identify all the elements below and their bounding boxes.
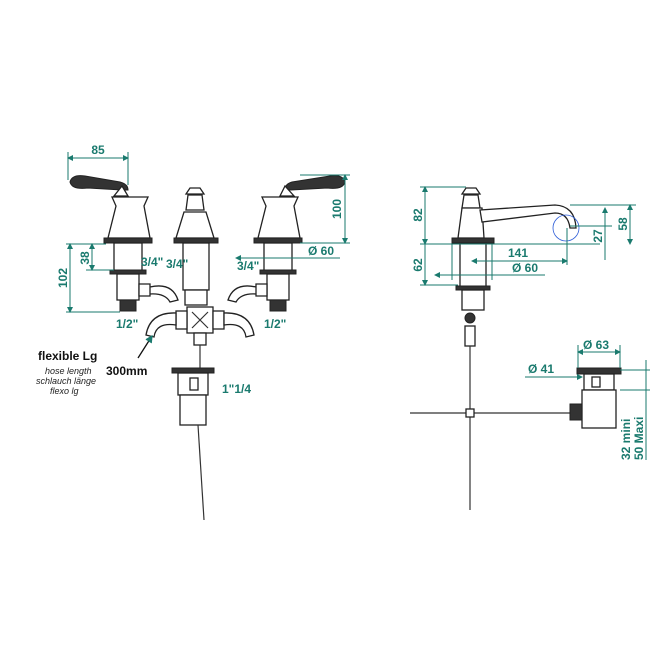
waste-diameter-41: Ø 41 [528,362,554,376]
front-view: 85 100 Ø 60 38 102 3/4" 3/4" 3/4" 1/2" 1… [36,143,350,521]
center-spout [173,187,219,306]
waste-diameter-63: Ø 63 [583,338,609,352]
thread-center: 3/4" [166,257,188,271]
hose-fr: flexo lg [50,386,79,396]
waste-50-maxi: 50 Maxi [632,417,646,460]
dim-27: 27 [591,229,605,243]
dim-85: 85 [91,143,105,157]
pop-up-waste [171,367,215,521]
hose-de: schlauch länge [36,376,96,386]
dim-diameter-60: Ø 60 [308,244,334,258]
dim-102: 102 [56,268,70,288]
dim-141: 141 [508,246,528,260]
hose-en: hose length [45,366,92,376]
dim-82: 82 [411,208,425,222]
inlet-left: 1/2" [116,317,138,331]
side-view: 82 62 141 Ø 60 27 58 Ø 63 Ø 41 32 mini 5… [410,186,650,510]
waste-thread: 1"1/4 [222,382,251,396]
dim-100: 100 [330,199,344,219]
waste-32-mini: 32 mini [619,419,633,460]
thread-right: 3/4" [237,259,259,273]
left-valve [69,175,179,312]
dim-58: 58 [616,217,630,231]
thread-left: 3/4" [141,255,163,269]
dim-62: 62 [411,258,425,272]
hose-length: 300mm [106,364,147,378]
inlet-right: 1/2" [264,317,286,331]
hose-title: flexible Lg [38,349,97,363]
cross-fitting [145,306,255,368]
dim-38: 38 [78,251,92,265]
right-valve [227,175,346,312]
dim-side-diameter-60: Ø 60 [512,261,538,275]
